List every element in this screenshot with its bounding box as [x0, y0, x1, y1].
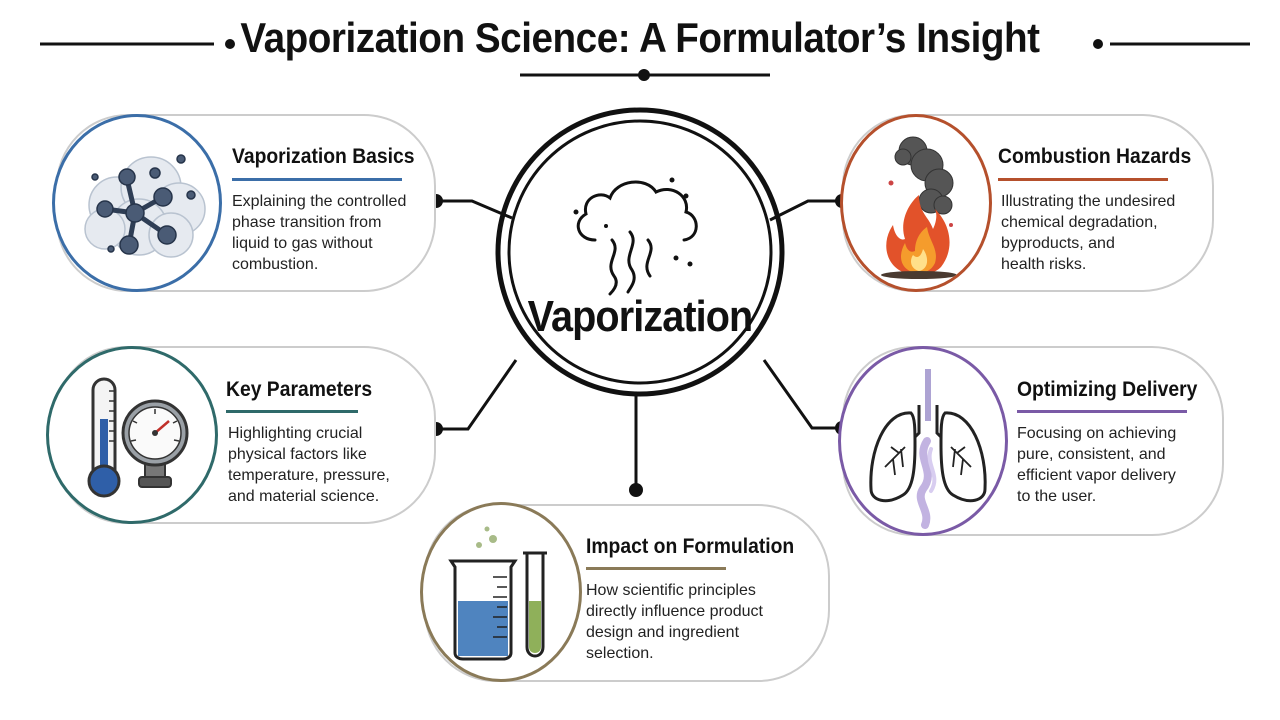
card-formulation-underline	[586, 567, 726, 570]
connector-combustion	[769, 199, 842, 222]
page-title: Vaporization Science: A Formulator’s Ins…	[240, 14, 1040, 61]
title-rule-dot-right	[1093, 39, 1103, 49]
title-underline-dot	[638, 69, 650, 81]
connector-dot-formulation	[629, 483, 643, 497]
card-basics-underline	[232, 178, 402, 181]
card-combustion-description: Illustrating the undesired chemical degr…	[1001, 193, 1176, 273]
card-formulation-title: Impact on Formulation	[586, 535, 795, 558]
vapor-cloud-icon	[576, 180, 698, 296]
vapor-particles-icon	[573, 177, 693, 267]
card-parameters-underline	[226, 410, 358, 413]
card-delivery-icon-circle	[838, 346, 1008, 536]
card-basics-icon-circle	[52, 114, 222, 292]
card-formulation-description: How scientific principles directly influ…	[586, 582, 763, 662]
connector-basics	[436, 199, 513, 220]
connector-parameters	[436, 359, 518, 431]
molecule-icon	[84, 154, 206, 258]
card-delivery-underline	[1017, 410, 1187, 413]
card-combustion-title: Combustion Hazards	[998, 145, 1192, 168]
card-parameters-icon-circle	[46, 346, 218, 524]
card-basics-description: Explaining the controlled phase transiti…	[232, 193, 407, 273]
connector-delivery	[762, 359, 842, 430]
lab-glassware-icon	[448, 526, 547, 661]
card-combustion-underline	[998, 178, 1168, 181]
card-delivery-title: Optimizing Delivery	[1017, 378, 1198, 401]
center-hub-inner	[507, 119, 773, 385]
card-parameters-description: Highlighting crucial physical factors li…	[228, 425, 390, 505]
card-parameters-title: Key Parameters	[226, 378, 373, 401]
center-hub-outer	[495, 107, 785, 397]
center-label: Vaporization	[527, 292, 754, 341]
title-rule-dot-left	[225, 39, 235, 49]
lungs-icon	[869, 369, 987, 529]
card-formulation-icon-circle	[420, 502, 582, 682]
thermometer-gauge-icon	[87, 377, 189, 498]
card-delivery-description: Focusing on achieving pure, consistent, …	[1017, 425, 1177, 505]
fire-smoke-icon	[881, 136, 957, 279]
card-basics-title: Vaporization Basics	[232, 145, 415, 168]
card-combustion-icon-circle	[840, 114, 992, 292]
